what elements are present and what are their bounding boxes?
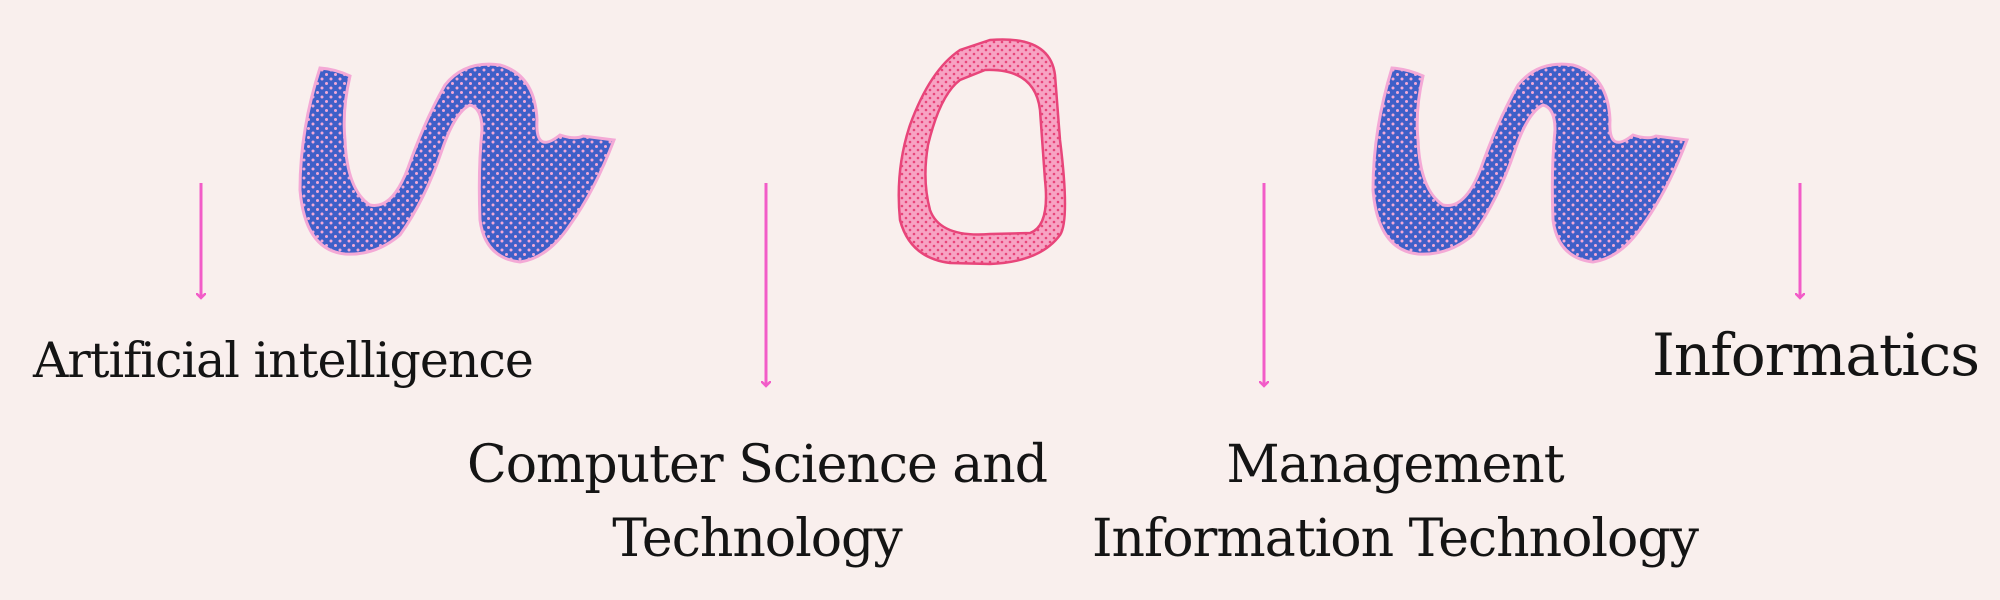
pink-ring-shape — [897, 38, 1067, 266]
label-computer-science-and-technology: Computer Science and Technology — [466, 428, 1048, 576]
label-artificial-intelligence: Artificial intelligence — [33, 332, 534, 389]
label-line: Technology — [612, 509, 902, 569]
blue-wave-shape — [298, 62, 617, 264]
label-line: Computer Science and — [466, 435, 1048, 495]
label-informatics: Informatics — [1652, 321, 1980, 389]
label-line: Management — [1226, 435, 1564, 495]
blue-wave-shape — [1371, 62, 1690, 264]
label-management-information-technology: Management Information Technology — [1091, 428, 1699, 576]
label-line: Information Technology — [1091, 509, 1699, 569]
